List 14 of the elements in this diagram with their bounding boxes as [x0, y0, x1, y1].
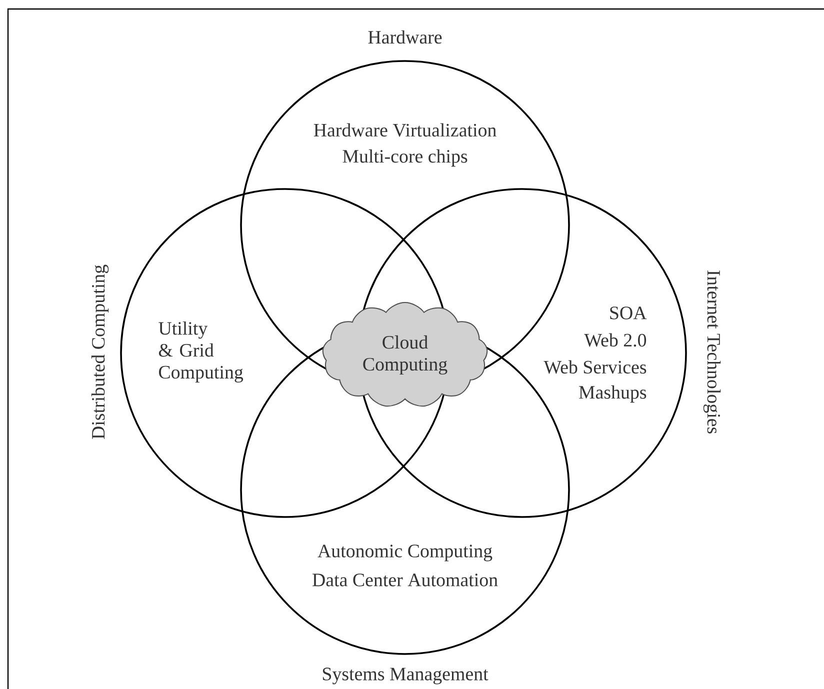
circle-text: Multi-core chips — [342, 149, 468, 167]
circle-heading: Systems Management — [322, 668, 488, 684]
circle-text: Autonomic Computing — [318, 544, 492, 562]
circle-text: Web 2.0 — [584, 333, 646, 347]
circle-text: SOA — [610, 306, 647, 320]
cloud: Cloud Computing — [322, 302, 488, 407]
circle-heading: Internet Technologies — [703, 270, 721, 434]
circle-text: Utility & Grid Computing — [158, 321, 244, 383]
circle-heading: Hardware — [368, 30, 442, 44]
circle-text: Web Services — [544, 360, 646, 374]
circle-text: Data Center Automation — [312, 574, 498, 586]
circle-heading: Distributed Computing — [91, 264, 109, 439]
circle-text: Mashups — [579, 385, 646, 403]
circle-text: Hardware Virtualization — [314, 123, 496, 137]
